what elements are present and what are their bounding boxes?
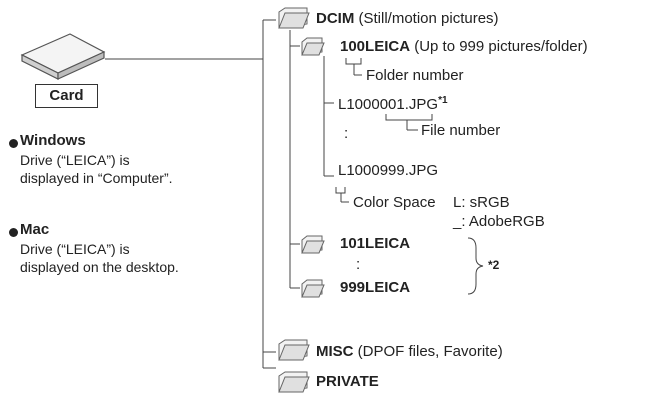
windows-bullet — [9, 139, 18, 148]
folder-number-label: Folder number — [366, 67, 464, 84]
mac-desc-line2: displayed on the desktop. — [20, 259, 179, 275]
file-last-label: L1000999.JPG — [338, 162, 439, 179]
folder-100leica-icon — [301, 37, 325, 56]
windows-title: Windows — [20, 132, 86, 149]
mac-bullet — [9, 228, 18, 237]
folder-101leica-label: 101LEICA — [340, 235, 411, 252]
color-space-adobergb: _: AdobeRGB — [453, 213, 545, 230]
windows-desc-line1: Drive (“LEICA”) is — [20, 152, 130, 168]
sd-card-icon — [20, 33, 106, 80]
private-folder-icon — [278, 371, 310, 393]
private-folder-label: PRIVATE — [316, 373, 379, 390]
folder-999leica-icon — [301, 279, 325, 298]
misc-folder-label: MISC (DPOF files, Favorite) — [316, 343, 503, 360]
dcim-folder-label: DCIM (Still/motion pictures) — [316, 10, 499, 27]
folder-101leica-icon — [301, 235, 325, 254]
footnote-2-mark: *2 — [488, 258, 500, 272]
color-space-srgb: L: sRGB — [453, 194, 510, 211]
folder-100leica-label: 100LEICA (Up to 999 pictures/folder) — [340, 38, 588, 55]
range-brace — [467, 237, 484, 295]
dcim-folder-icon — [278, 7, 310, 29]
color-space-label: Color Space — [353, 194, 436, 211]
windows-desc-line2: displayed in “Computer”. — [20, 170, 173, 186]
folder-999leica-label: 999LEICA — [340, 279, 411, 296]
misc-folder-icon — [278, 339, 310, 361]
card-label: Card — [35, 84, 98, 108]
mac-desc-line1: Drive (“LEICA”) is — [20, 241, 130, 257]
mac-title: Mac — [20, 221, 50, 238]
file-first-label: L1000001.JPG*1 — [338, 95, 448, 113]
file-list-ellipsis: : — [344, 125, 349, 142]
folder-range-ellipsis: : — [356, 256, 361, 273]
file-number-label: File number — [421, 122, 501, 139]
